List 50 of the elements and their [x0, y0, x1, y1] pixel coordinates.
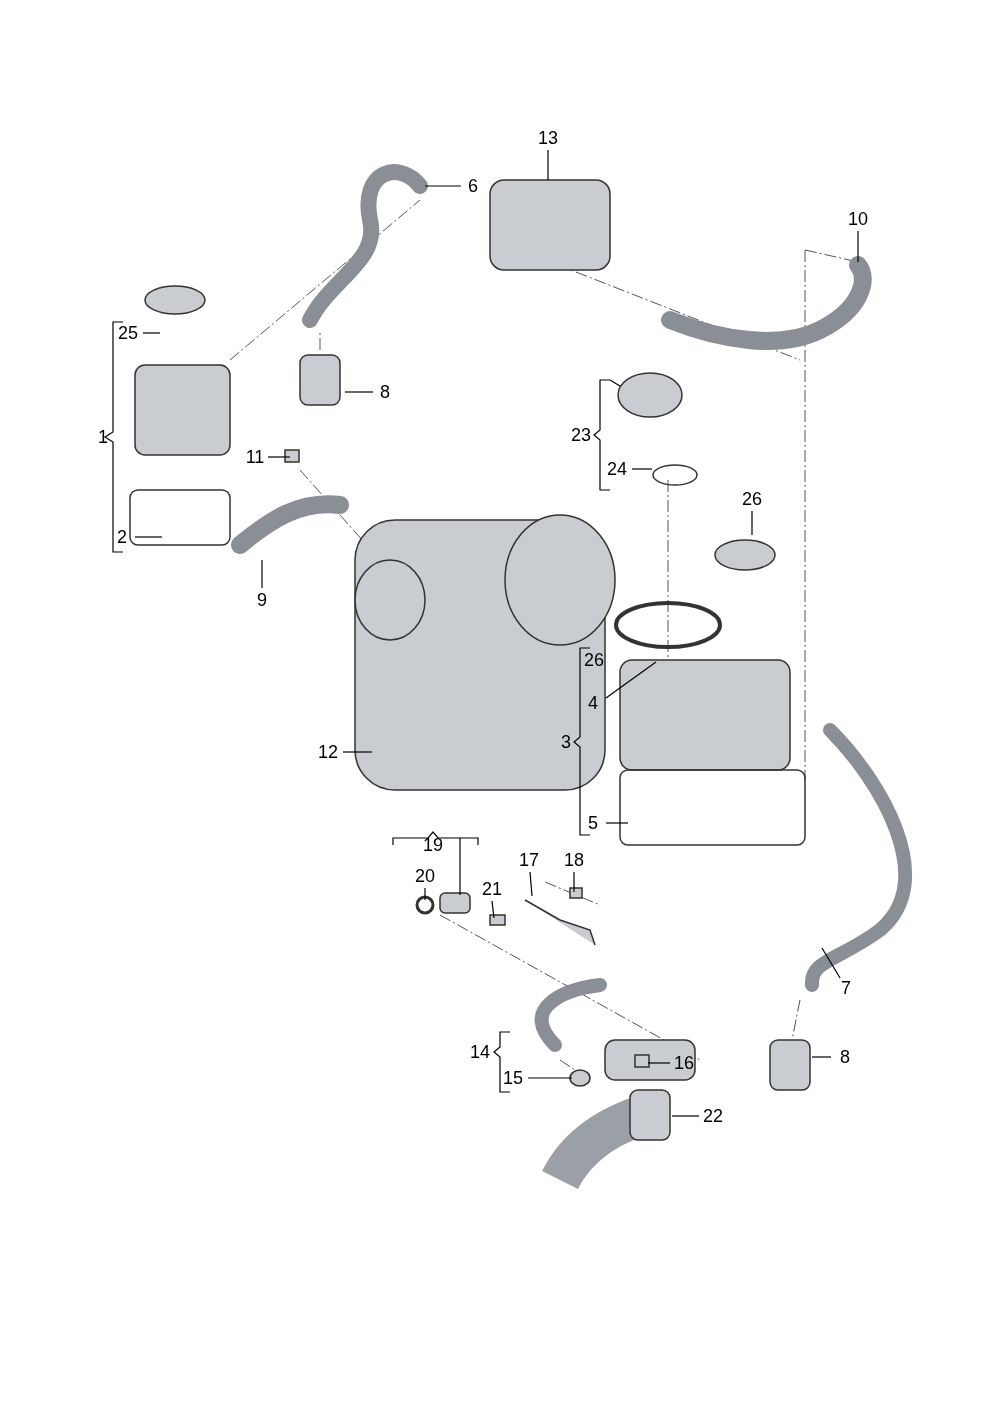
callout-number: 25: [114, 322, 142, 344]
leader-line: [142, 332, 161, 334]
callout-number: 8: [371, 381, 399, 403]
leader-line: [424, 887, 426, 901]
callout-number: 11: [241, 446, 269, 468]
callout-number: 3: [552, 731, 580, 753]
leader-line: [647, 1062, 671, 1064]
callout-number: 4: [579, 692, 607, 714]
callout-number: 23: [567, 424, 595, 446]
leader-line: [134, 536, 163, 538]
leader-line: [344, 391, 374, 393]
leader-line: [605, 661, 657, 699]
callout-number: 13: [534, 127, 562, 149]
leader-line: [261, 559, 263, 589]
leader-line: [424, 185, 462, 187]
callout-number: 6: [459, 175, 487, 197]
callout-number: 9: [248, 589, 276, 611]
callout-number: 26: [738, 488, 766, 510]
callout-number: 7: [832, 977, 860, 999]
callout-number: 20: [411, 865, 439, 887]
leader-line: [267, 456, 291, 458]
leader-line: [751, 510, 753, 536]
callout-number: 14: [466, 1041, 494, 1063]
leader-line: [573, 871, 575, 893]
callout-number: 17: [515, 849, 543, 871]
callout-number: 16: [670, 1052, 698, 1074]
leader-line: [529, 871, 533, 897]
callout-number: 1: [89, 426, 117, 448]
leader-line: [342, 751, 373, 753]
callout-number: 26: [580, 649, 608, 671]
leader-line: [527, 1077, 573, 1079]
leader-line: [671, 1115, 700, 1117]
leader-line: [811, 1056, 832, 1058]
leader-line: [547, 149, 549, 181]
leader-line: [605, 822, 629, 824]
callout-number: 21: [478, 878, 506, 900]
callout-number: 22: [699, 1105, 727, 1127]
callout-number: 15: [499, 1067, 527, 1089]
leader-line: [857, 230, 859, 263]
callout-number: 19: [419, 834, 447, 856]
callout-number: 5: [579, 812, 607, 834]
callout-number: 2: [108, 526, 136, 548]
callout-number: 18: [560, 849, 588, 871]
leader-line: [491, 900, 495, 919]
callout-number: 24: [603, 458, 631, 480]
leader-line: [821, 947, 841, 979]
callout-number: 10: [844, 208, 872, 230]
leader-line: [631, 468, 653, 470]
callout-number: 12: [314, 741, 342, 763]
callout-number: 8: [831, 1046, 859, 1068]
